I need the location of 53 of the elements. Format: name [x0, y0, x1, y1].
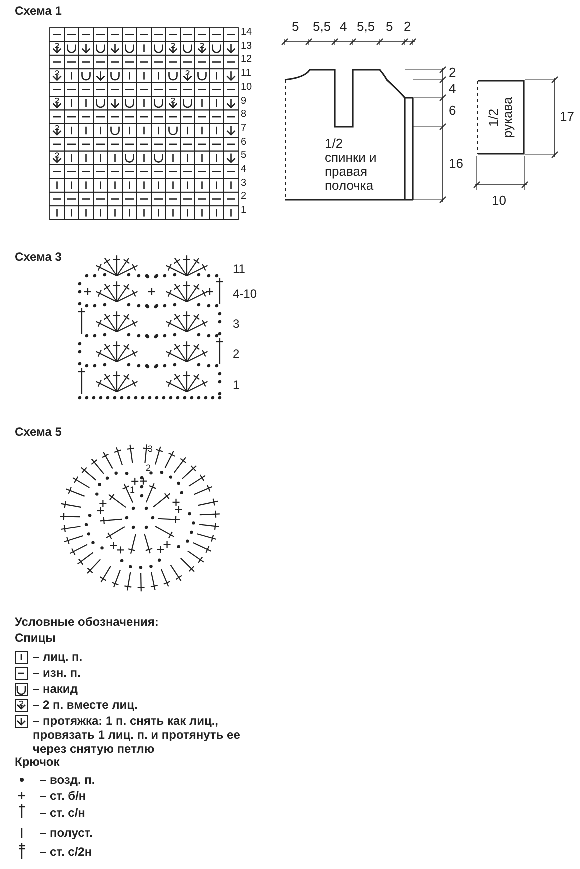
dimension-label: 5: [386, 20, 394, 34]
legend-heading: Спицы: [15, 631, 56, 645]
dimension-label: 2: [449, 66, 456, 80]
row-number: 2: [241, 191, 247, 204]
row-number: 8: [241, 109, 247, 122]
dimension-label: 4: [449, 82, 456, 96]
legend-text: – изн. п.: [33, 666, 81, 680]
row-number: 7: [241, 122, 247, 135]
row-number: 4-10: [233, 287, 258, 301]
chart-title: Схема 5: [15, 425, 62, 439]
row-number: 2: [233, 347, 240, 361]
legend-heading: Условные обозначения:: [15, 615, 159, 629]
row-number: 11: [241, 68, 252, 80]
row-number: 13: [241, 40, 252, 53]
chart-title: Схема 3: [15, 250, 62, 264]
row-number: 1: [233, 378, 240, 392]
round-number: 2: [146, 463, 152, 473]
row-number: 14: [241, 27, 252, 39]
dimension-label: 5,5: [357, 20, 376, 34]
dimension-label: 2: [404, 20, 412, 34]
round-number: 1: [130, 485, 136, 495]
chart-title: Схема 1: [15, 4, 62, 18]
row-number: 3: [241, 178, 247, 190]
round-number: 3: [148, 444, 154, 454]
legend-text: – протяжка: 1 п. снять как лиц., провязать 1 лиц. п. и протянуть ее через снятую петлю: [33, 714, 242, 756]
dimension-label: 16: [449, 157, 464, 171]
row-number: 4: [241, 164, 247, 176]
dimension-label: 5: [292, 20, 300, 34]
legend-text: – 2 п. вместе лиц.: [33, 698, 138, 712]
row-number: 1: [241, 205, 247, 218]
row-number: 10: [241, 82, 252, 94]
row-number: 5: [241, 150, 247, 162]
legend-heading: Крючок: [15, 755, 60, 769]
legend-text: – возд. п.: [40, 773, 96, 787]
row-number: 3: [233, 317, 240, 331]
pattern-piece-outline: [477, 80, 525, 155]
piece-label: 1/2 спинки и правая полочка: [325, 137, 378, 193]
row-number: 6: [241, 136, 247, 149]
legend-text: – ст. б/н: [40, 789, 86, 803]
dimension-label: 4: [340, 20, 348, 34]
dimension-label: 6: [449, 104, 456, 118]
piece-label: 1/2 рукава: [487, 96, 515, 140]
dimension-label: 17: [560, 110, 574, 124]
legend-text: – накид: [33, 682, 78, 696]
row-number: 9: [241, 96, 247, 108]
row-number: 12: [241, 54, 252, 66]
legend-text: – ст. с/н: [40, 806, 86, 820]
row-number: 11: [233, 262, 246, 276]
dimension-label: 5,5: [313, 20, 332, 34]
legend-text: – полуст.: [40, 826, 93, 840]
legend-text: – ст. с/2н: [40, 845, 92, 859]
legend-text: – лиц. п.: [33, 650, 83, 664]
dimension-label: 10: [492, 194, 506, 208]
